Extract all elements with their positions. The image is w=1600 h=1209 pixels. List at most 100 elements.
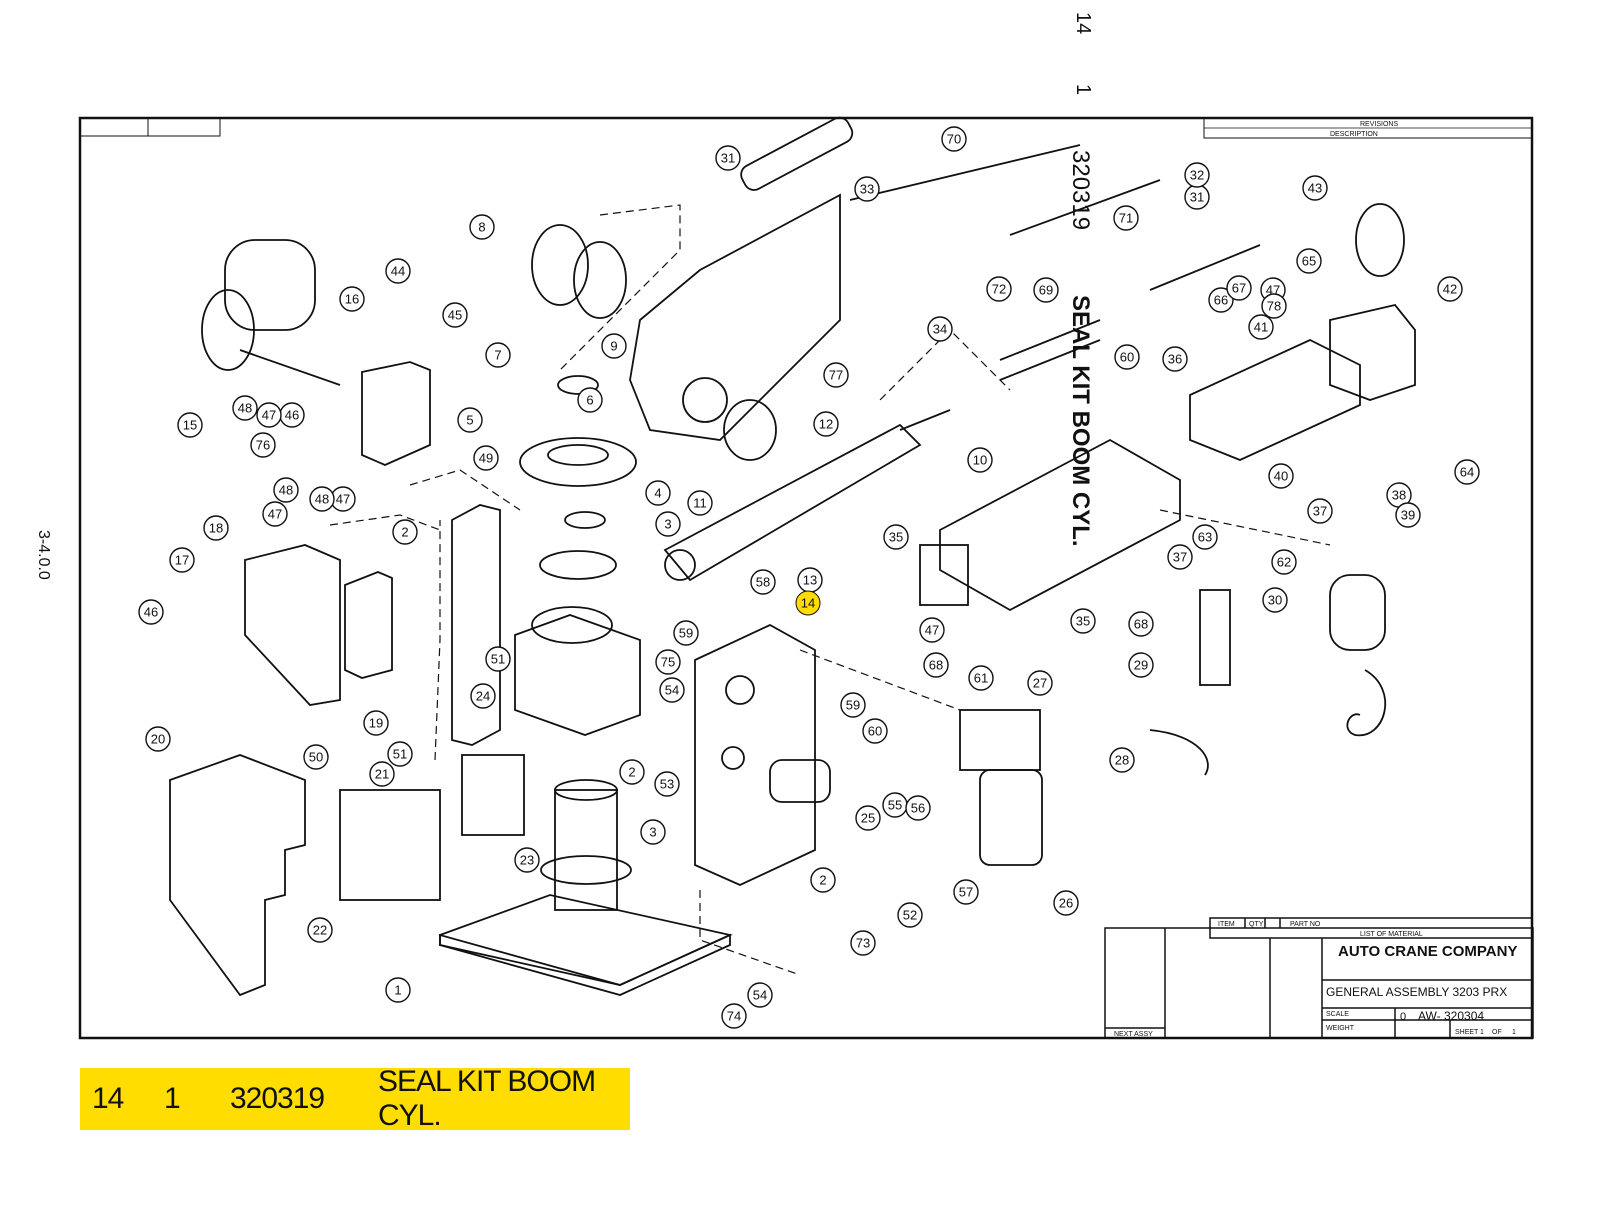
callout-number[interactable]: 28 [1115,753,1129,768]
callout-number[interactable]: 48 [315,492,329,507]
callout-circle[interactable] [854,176,880,202]
callout-circle[interactable] [232,395,258,421]
callout-number[interactable]: 54 [665,683,679,698]
callout-circle[interactable] [1167,544,1193,570]
callout-number[interactable]: 26 [1059,896,1073,911]
callout-number[interactable]: 27 [1033,676,1047,691]
callout-number[interactable]: 34 [933,322,947,337]
callout-circle[interactable] [986,276,1012,302]
callout-circle[interactable] [1395,502,1421,528]
callout-number[interactable]: 22 [313,923,327,938]
callout-circle[interactable] [967,447,993,473]
callout-number[interactable]: 10 [973,453,987,468]
callout-number[interactable]: 74 [727,1009,741,1024]
callout-circle[interactable] [897,902,923,928]
callout-circle[interactable] [145,726,171,752]
callout-number[interactable]: 8 [478,220,485,235]
callout-number[interactable]: 4 [654,486,661,501]
callout-number[interactable]: 59 [846,698,860,713]
callout-circle[interactable] [177,412,203,438]
callout-circle[interactable] [659,677,685,703]
callout-number[interactable]: 78 [1267,299,1281,314]
callout-circle[interactable] [307,917,333,943]
callout-circle[interactable] [883,524,909,550]
callout-circle[interactable] [1128,611,1154,637]
callout-number[interactable]: 65 [1302,254,1316,269]
callout-circle[interactable] [673,620,699,646]
callout-number[interactable]: 35 [1076,614,1090,629]
highlight-callout-circle[interactable] [795,590,821,616]
callout-number[interactable]: 18 [209,521,223,536]
callout-circle[interactable] [813,411,839,437]
callout-circle[interactable] [303,744,329,770]
callout-circle[interactable] [363,710,389,736]
callout-number[interactable]: 31 [721,151,735,166]
callout-circle[interactable] [1192,524,1218,550]
callout-circle[interactable] [1307,498,1333,524]
callout-number[interactable]: 30 [1268,593,1282,608]
callout-number[interactable]: 24 [476,689,490,704]
callout-circle[interactable] [823,362,849,388]
callout-number[interactable]: 20 [151,732,165,747]
callout-number[interactable]: 16 [345,292,359,307]
callout-number[interactable]: 47 [336,492,350,507]
callout-number[interactable]: 25 [861,811,875,826]
callout-number[interactable]: 12 [819,417,833,432]
callout-circle[interactable] [256,402,282,428]
callout-number[interactable]: 72 [992,282,1006,297]
callout-number[interactable]: 37 [1173,550,1187,565]
callout-number[interactable]: 42 [1443,282,1457,297]
callout-circle[interactable] [655,511,681,537]
callout-circle[interactable] [469,214,495,240]
callout-number[interactable]: 67 [1232,281,1246,296]
callout-number[interactable]: 61 [974,671,988,686]
callout-circle[interactable] [473,445,499,471]
callout-number[interactable]: 51 [393,747,407,762]
callout-number[interactable]: 58 [756,575,770,590]
callout-number[interactable]: 9 [610,339,617,354]
callout-circle[interactable] [385,977,411,1003]
callout-number[interactable]: 35 [889,530,903,545]
callout-circle[interactable] [968,665,994,691]
callout-circle[interactable] [601,333,627,359]
callout-number[interactable]: 59 [679,626,693,641]
callout-number[interactable]: 3 [649,825,656,840]
callout-circle[interactable] [941,126,967,152]
callout-number[interactable]: 39 [1401,508,1415,523]
callout-circle[interactable] [1208,287,1234,313]
callout-circle[interactable] [442,302,468,328]
callout-number[interactable]: 46 [144,605,158,620]
callout-number[interactable]: 46 [285,408,299,423]
callout-number[interactable]: 66 [1214,293,1228,308]
callout-number[interactable]: 19 [369,716,383,731]
callout-circle[interactable] [1296,248,1322,274]
callout-circle[interactable] [385,258,411,284]
callout-circle[interactable] [1113,205,1139,231]
callout-number[interactable]: 13 [803,573,817,588]
callout-number[interactable]: 23 [520,853,534,868]
callout-number[interactable]: 7 [494,348,501,363]
callout-circle[interactable] [1162,346,1188,372]
callout-circle[interactable] [1248,314,1274,340]
callout-number[interactable]: 43 [1308,181,1322,196]
callout-circle[interactable] [339,286,365,312]
callout-circle[interactable] [654,771,680,797]
callout-circle[interactable] [1302,175,1328,201]
callout-circle[interactable] [514,847,540,873]
callout-circle[interactable] [250,432,276,458]
callout-circle[interactable] [850,930,876,956]
callout-circle[interactable] [645,480,671,506]
callout-number[interactable]: 51 [491,652,505,667]
callout-circle[interactable] [855,805,881,831]
callout-circle[interactable] [457,407,483,433]
callout-number[interactable]: 40 [1274,469,1288,484]
callout-number[interactable]: 53 [660,777,674,792]
callout-number[interactable]: 5 [466,413,473,428]
callout-number[interactable]: 68 [929,658,943,673]
callout-circle[interactable] [169,547,195,573]
callout-number[interactable]: 50 [309,750,323,765]
callout-number[interactable]: 77 [829,368,843,383]
callout-circle[interactable] [721,1003,747,1029]
callout-circle[interactable] [750,569,776,595]
callout-circle[interactable] [1226,275,1252,301]
